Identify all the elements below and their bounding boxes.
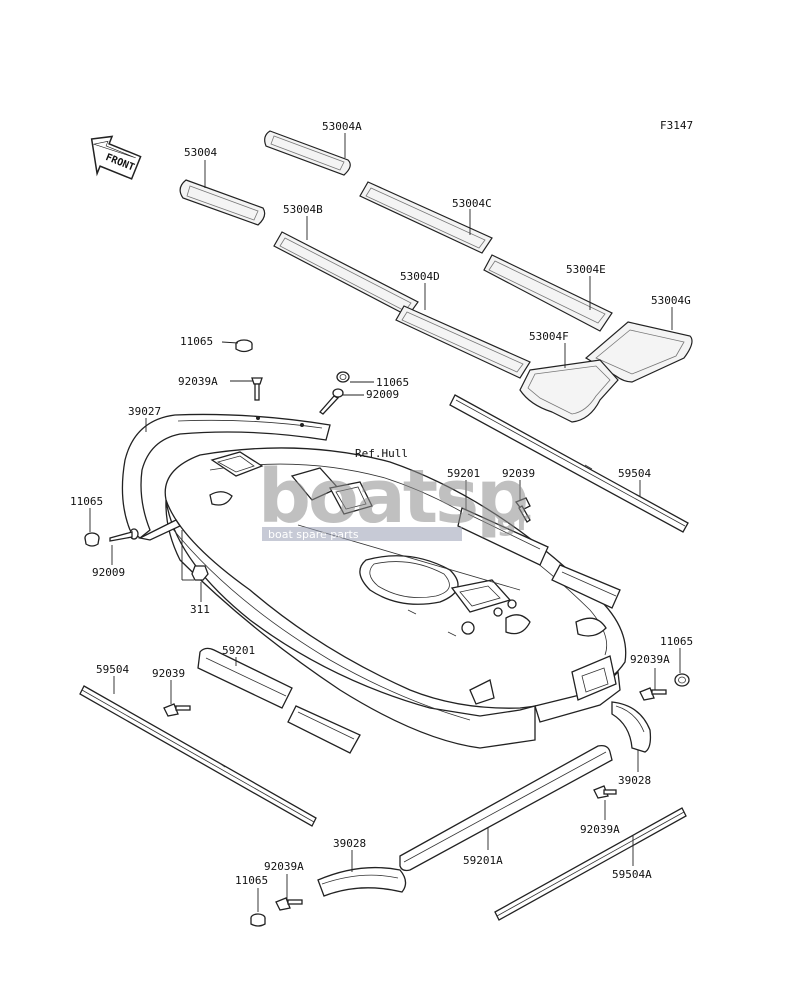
label-53004C: 53004C	[452, 197, 492, 210]
label-92039A-right: 92039A	[630, 653, 670, 666]
mat-53004D	[395, 305, 531, 379]
front-arrow-icon: FRONT	[90, 135, 142, 180]
label-53004D: 53004D	[400, 270, 440, 283]
rivet-92039-left	[163, 703, 191, 717]
bumper-39028-right	[611, 701, 652, 753]
mat-53004	[179, 179, 266, 226]
label-92009-mid: 92009	[366, 388, 399, 401]
label-92039A-lower: 92039A	[580, 823, 620, 836]
rivet-92039A-right	[639, 687, 667, 701]
cap-11065-mid	[336, 371, 350, 383]
label-53004B: 53004B	[283, 203, 323, 216]
cap-11065-bottom	[250, 913, 266, 927]
label-39028-bottom: 39028	[333, 837, 366, 850]
bracket-59201A	[399, 744, 613, 872]
nut-311	[191, 565, 209, 581]
label-11065-left: 11065	[70, 495, 103, 508]
label-53004A: 53004A	[322, 120, 362, 133]
label-11065-top: 11065	[180, 335, 213, 348]
diagram-code: F3147	[660, 119, 693, 132]
label-92039A-top: 92039A	[178, 375, 218, 388]
mat-53004C	[359, 181, 493, 254]
mat-53004G	[584, 321, 693, 383]
cap-11065-left	[84, 532, 100, 547]
leader-lines	[89, 133, 681, 912]
guard-59504A	[494, 807, 687, 921]
label-59201-left: 59201	[222, 644, 255, 657]
label-59201A: 59201A	[463, 854, 503, 867]
rub-rail-39027	[121, 413, 331, 541]
label-39027: 39027	[128, 405, 161, 418]
label-59504A: 59504A	[612, 868, 652, 881]
label-92039-top: 92039	[502, 467, 535, 480]
label-53004: 53004	[184, 146, 217, 159]
watermark-suffix: .gr	[486, 504, 531, 537]
label-53004F: 53004F	[529, 330, 569, 343]
label-53004G: 53004G	[651, 294, 691, 307]
hull-reference-label: Ref.Hull	[355, 447, 408, 460]
screw-92009-left	[109, 528, 139, 542]
guard-59504-left	[79, 685, 317, 827]
watermark-brand: boatsp	[258, 454, 526, 540]
label-311: 311	[190, 603, 210, 616]
label-59201-top: 59201	[447, 467, 480, 480]
rivet-92039-top	[514, 497, 531, 523]
mat-53004E	[483, 254, 613, 332]
rivet-92039A-top	[251, 377, 263, 401]
bumper-39028-bottom	[317, 866, 407, 897]
rivet-92039A-lower	[593, 785, 617, 799]
label-92039-left: 92039	[152, 667, 185, 680]
label-11065-bottom: 11065	[235, 874, 268, 887]
hull	[164, 447, 627, 749]
label-11065-right: 11065	[660, 635, 693, 648]
watermark-logo: boatsp .gr boat spare parts	[258, 454, 531, 541]
label-59504-right: 59504	[618, 467, 651, 480]
mat-53004A	[264, 130, 351, 176]
label-92009-left: 92009	[92, 566, 125, 579]
bracket-59201-upper	[457, 507, 621, 609]
bracket-59201-left	[197, 647, 361, 754]
mat-53004B	[273, 231, 419, 317]
screw-92009-mid	[319, 388, 344, 415]
label-11065-mid: 11065	[376, 376, 409, 389]
cap-11065-right	[674, 673, 690, 687]
label-92039A-bottom: 92039A	[264, 860, 304, 873]
cap-11065-top	[235, 339, 253, 353]
label-39028-right: 39028	[618, 774, 651, 787]
mat-53004F	[519, 359, 619, 423]
rivet-92039A-bottom	[275, 897, 303, 911]
guard-59504-right	[449, 394, 689, 533]
label-59504-left: 59504	[96, 663, 129, 676]
watermark-subtitle: boat spare parts	[268, 528, 359, 541]
label-53004E: 53004E	[566, 263, 606, 276]
